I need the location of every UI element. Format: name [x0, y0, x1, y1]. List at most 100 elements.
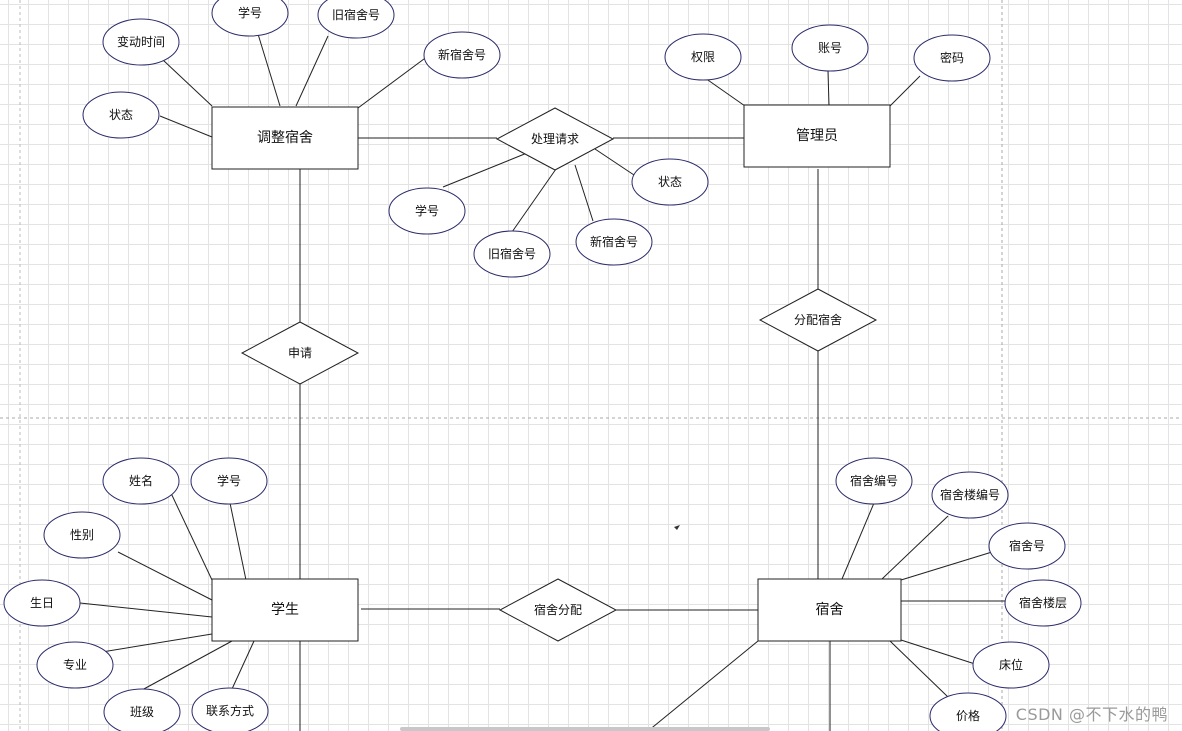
relationship-assign[interactable]: 分配宿舍 — [758, 288, 878, 352]
attribute-ellipse — [791, 24, 869, 72]
attribute-ellipse — [102, 457, 180, 505]
attribute-label: 学号 — [415, 203, 439, 218]
attribute-label: 旧宿舍号 — [488, 246, 536, 261]
attribute-label: 学号 — [238, 5, 262, 20]
attribute-ellipse — [36, 641, 114, 689]
attribute-student-5[interactable]: 班级 — [103, 688, 181, 731]
attribute-label: 新宿舍号 — [590, 234, 638, 249]
relationship-label: 宿舍分配 — [534, 602, 582, 617]
entity-label: 管理员 — [796, 128, 838, 144]
entity-box — [743, 104, 891, 168]
relationship-diamond — [495, 107, 615, 171]
attribute-adjust-1[interactable]: 学号 — [211, 0, 289, 37]
attribute-ellipse — [43, 511, 121, 559]
attribute-process-0[interactable]: 学号 — [388, 187, 466, 235]
attribute-label: 宿舍编号 — [850, 473, 898, 488]
relationship-diamond — [498, 578, 618, 642]
attribute-label: 权限 — [691, 50, 715, 64]
attribute-ellipse — [664, 33, 742, 81]
attribute-student-2[interactable]: 性别 — [43, 511, 121, 559]
horizontal-scrollbar[interactable] — [400, 727, 770, 731]
relationship-label: 申请 — [288, 346, 312, 360]
entity-adjust[interactable]: 调整宿舍 — [211, 106, 359, 170]
attribute-label: 联系方式 — [206, 703, 254, 718]
attribute-label: 变动时间 — [117, 34, 165, 49]
entity-label: 学生 — [271, 602, 299, 618]
entity-box — [757, 578, 902, 642]
attribute-ellipse — [103, 688, 181, 731]
attribute-dorm-3[interactable]: 宿舍楼层 — [1004, 579, 1082, 627]
attribute-admin-1[interactable]: 账号 — [791, 24, 869, 72]
attribute-ellipse — [835, 457, 913, 505]
attribute-dorm-1[interactable]: 宿舍楼编号 — [931, 471, 1009, 519]
mouse-cursor-icon — [674, 525, 680, 530]
entity-label: 调整宿舍 — [257, 129, 313, 146]
attribute-admin-2[interactable]: 密码 — [913, 34, 991, 82]
attribute-label: 账号 — [818, 41, 842, 55]
attribute-ellipse — [3, 579, 81, 627]
attribute-ellipse — [931, 471, 1009, 519]
entity-student[interactable]: 学生 — [211, 578, 359, 642]
attribute-ellipse — [102, 18, 180, 66]
attribute-ellipse — [191, 687, 269, 731]
relationship-label: 处理请求 — [531, 132, 579, 146]
entity-dorm[interactable]: 宿舍 — [757, 578, 902, 642]
attribute-admin-0[interactable]: 权限 — [664, 33, 742, 81]
attribute-process-2[interactable]: 新宿舍号 — [575, 218, 653, 266]
attribute-dorm-2[interactable]: 宿舍号 — [988, 522, 1066, 570]
attribute-student-4[interactable]: 专业 — [36, 641, 114, 689]
relationship-diamond — [240, 321, 360, 385]
relationship-diamond — [758, 288, 878, 352]
attribute-ellipse — [190, 457, 268, 505]
attribute-ellipse — [211, 0, 289, 37]
attribute-student-1[interactable]: 学号 — [190, 457, 268, 505]
attribute-ellipse — [988, 522, 1066, 570]
attribute-ellipse — [473, 230, 551, 278]
attribute-label: 宿舍号 — [1009, 538, 1045, 553]
attribute-dorm-4[interactable]: 床位 — [972, 641, 1050, 689]
attribute-student-0[interactable]: 姓名 — [102, 457, 180, 505]
attribute-label: 床位 — [999, 657, 1023, 672]
attribute-label: 专业 — [63, 657, 87, 672]
attribute-ellipse — [423, 31, 501, 79]
attribute-student-6[interactable]: 联系方式 — [191, 687, 269, 731]
attribute-adjust-2[interactable]: 旧宿舍号 — [317, 0, 395, 39]
attribute-label: 状态 — [109, 108, 133, 122]
attribute-student-3[interactable]: 生日 — [3, 579, 81, 627]
attribute-label: 姓名 — [129, 473, 153, 488]
entity-admin[interactable]: 管理员 — [743, 104, 891, 168]
attribute-label: 宿舍楼层 — [1019, 595, 1067, 610]
entity-box — [211, 578, 359, 642]
watermark: CSDN @不下水的鸭 — [1015, 705, 1168, 724]
relationship-label: 分配宿舍 — [794, 312, 842, 327]
attribute-adjust-0[interactable]: 变动时间 — [102, 18, 180, 66]
attribute-label: 新宿舍号 — [438, 47, 486, 62]
attribute-ellipse — [1004, 579, 1082, 627]
attribute-process-3[interactable]: 状态 — [631, 158, 709, 206]
attribute-ellipse — [929, 692, 1007, 731]
attribute-label: 密码 — [940, 50, 964, 65]
attribute-label: 宿舍楼编号 — [940, 487, 1000, 502]
entity-box — [211, 106, 359, 170]
relationship-apply[interactable]: 申请 — [240, 321, 360, 385]
attribute-label: 旧宿舍号 — [332, 7, 380, 22]
attribute-adjust-4[interactable]: 状态 — [82, 91, 160, 139]
attribute-ellipse — [972, 641, 1050, 689]
attribute-ellipse — [317, 0, 395, 39]
relationship-dormassign[interactable]: 宿舍分配 — [498, 578, 618, 642]
attribute-adjust-3[interactable]: 新宿舍号 — [423, 31, 501, 79]
attribute-process-1[interactable]: 旧宿舍号 — [473, 230, 551, 278]
attribute-dorm-0[interactable]: 宿舍编号 — [835, 457, 913, 505]
attribute-label: 性别 — [70, 528, 94, 542]
attribute-dorm-5[interactable]: 价格 — [929, 692, 1007, 731]
attribute-label: 状态 — [658, 175, 682, 189]
relationship-process[interactable]: 处理请求 — [495, 107, 615, 171]
attribute-ellipse — [82, 91, 160, 139]
attribute-label: 生日 — [30, 596, 54, 610]
attribute-ellipse — [913, 34, 991, 82]
attribute-ellipse — [575, 218, 653, 266]
attribute-ellipse — [631, 158, 709, 206]
attribute-ellipse — [388, 187, 466, 235]
